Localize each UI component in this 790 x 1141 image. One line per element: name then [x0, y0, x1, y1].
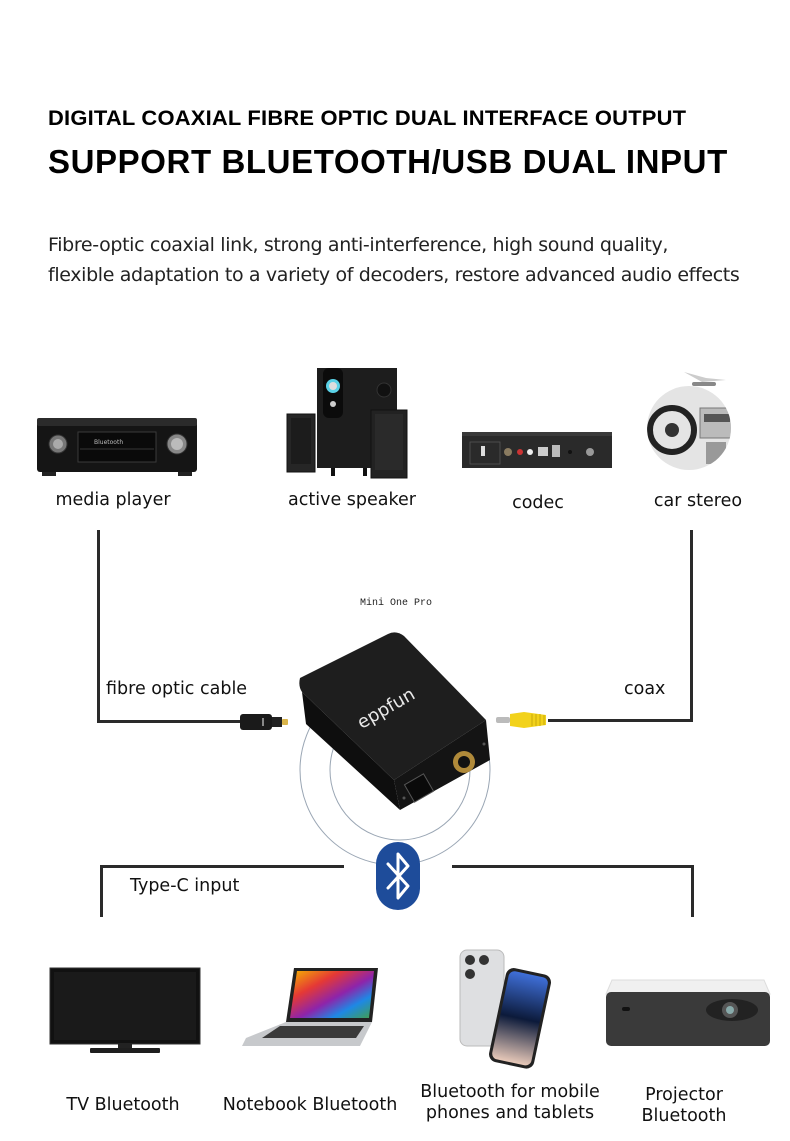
device-label-notebook-bluetooth: Notebook Bluetooth: [222, 1095, 398, 1115]
laptop-icon: [242, 968, 378, 1046]
heading-output: DIGITAL COAXIAL FIBRE OPTIC DUAL INTERFA…: [48, 106, 687, 130]
speaker-system-icon: [286, 368, 408, 479]
projector-icon: [605, 979, 771, 1046]
device-label-projector-line-2: Bluetooth: [641, 1106, 727, 1126]
dac-converter-device: eppfun: [299, 632, 490, 810]
connector-line-left-horizontal: [97, 720, 245, 723]
rca-plug-icon: [496, 712, 546, 728]
smartphone-icon: [459, 949, 552, 1069]
av-receiver-icon: Bluetooth: [37, 418, 197, 476]
device-label-projector-line-1: Projector: [645, 1085, 723, 1105]
device-label-tv-bluetooth: TV Bluetooth: [66, 1095, 180, 1115]
device-label-media-player: media player: [55, 490, 171, 510]
connector-line-left-vertical: [97, 530, 100, 722]
device-label-codec: codec: [512, 493, 564, 513]
optical-plug-icon: [240, 714, 288, 730]
bluetooth-icon: [376, 842, 420, 910]
input-line-right-vertical: [691, 865, 694, 917]
description-line-2: flexible adaptation to a variety of deco…: [48, 264, 740, 286]
receiver-display-text: Bluetooth: [94, 439, 123, 446]
label-type-c-input: Type-C input: [130, 876, 240, 896]
input-line-left-vertical: [100, 865, 103, 917]
connector-line-right-horizontal: [548, 719, 693, 722]
connector-line-right-vertical: [690, 530, 693, 722]
device-label-mobile-line-1: Bluetooth for mobile: [420, 1082, 600, 1102]
codec-box-icon: [462, 432, 612, 468]
input-line-left-horizontal: [100, 865, 344, 868]
device-label-active-speaker: active speaker: [288, 490, 416, 510]
heading-input: SUPPORT BLUETOOTH/USB DUAL INPUT: [48, 143, 728, 180]
device-label-mobile-bluetooth: Bluetooth for mobile phones and tablets: [420, 1082, 600, 1124]
car-dashboard-icon: [647, 372, 731, 470]
description: Fibre-optic coaxial link, strong anti-in…: [48, 230, 740, 290]
label-fibre-optic-cable: fibre optic cable: [106, 679, 248, 699]
device-label-car-stereo: car stereo: [653, 491, 743, 511]
description-line-1: Fibre-optic coaxial link, strong anti-in…: [48, 234, 669, 256]
input-line-right-horizontal: [452, 865, 694, 868]
model-name: Mini One Pro: [360, 598, 433, 609]
label-coax: coax: [624, 679, 666, 699]
tv-icon: [49, 967, 201, 1053]
device-label-projector-bluetooth: Projector Bluetooth: [642, 1085, 727, 1127]
device-label-mobile-line-2: phones and tablets: [425, 1103, 595, 1123]
